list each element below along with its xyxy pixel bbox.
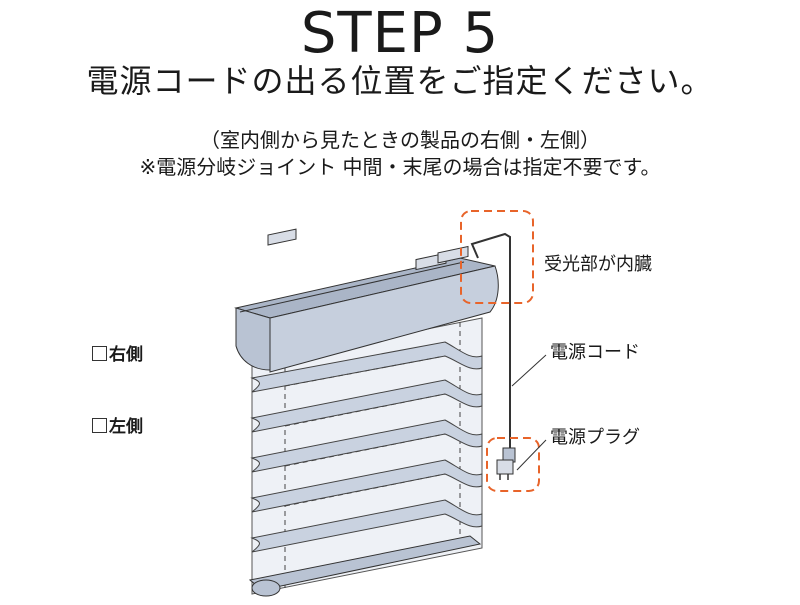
bottom-bar [248,535,482,597]
joint-note: ※電源分岐ジョイント 中間・末尾の場合は指定不要です。 [139,155,661,179]
power-cord-label: 電源コード [550,342,640,363]
option-left-label: 左側 [109,417,143,437]
option-left[interactable]: 左側 [92,416,143,438]
plug-highlight [486,437,540,492]
view-note: （室内側から見たときの製品の右側・左側） [200,128,600,152]
checkbox-right[interactable] [92,346,107,361]
blind-slats [250,341,483,553]
cord-leader [511,354,547,387]
page-headline: 電源コードの出る位置をご指定ください。 [86,62,714,100]
headrail [234,228,499,373]
plug-icon [496,447,516,480]
option-right-label: 右側 [109,345,143,365]
option-right[interactable]: 右側 [92,344,143,366]
plug-leader [516,439,547,471]
checkbox-left[interactable] [92,418,107,433]
power-cord [470,232,511,448]
receiver-highlight [460,210,534,304]
power-plug-label: 電源プラグ [550,427,640,448]
receiver-label: 受光部が内臓 [544,254,652,275]
step-title: STEP 5 [300,1,500,66]
